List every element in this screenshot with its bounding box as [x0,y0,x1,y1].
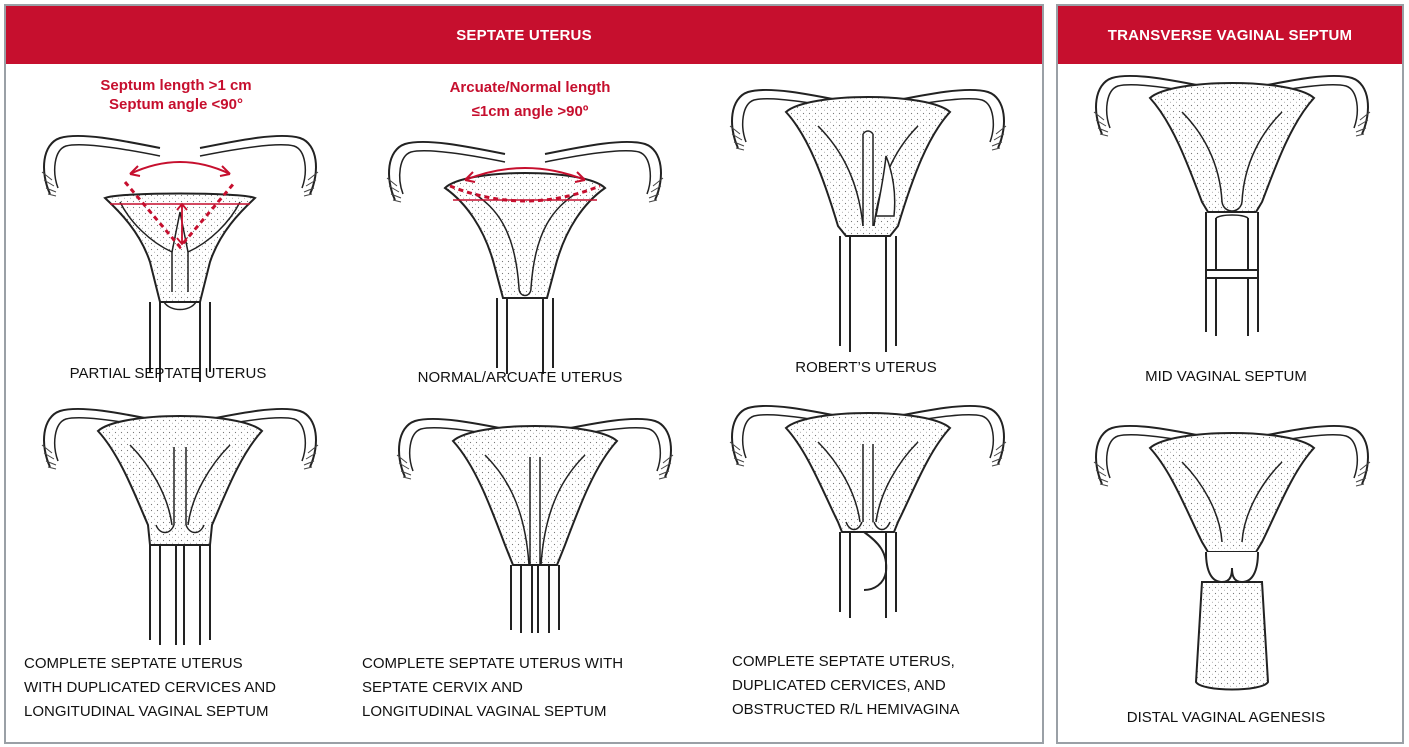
roberts-uterus-illustration [718,96,1018,356]
transverse-septum-header: TRANSVERSE VAGINAL SEPTUM [1058,6,1402,64]
partial-annotation-line1: Septum length >1 cm [100,76,251,95]
mid-vaginal-septum-illustration [1082,82,1382,342]
caption-distal-vaginal-agenesis: DISTAL VAGINAL AGENESIS [1127,706,1325,730]
arcuate-annotation-line1: Arcuate/Normal length [450,78,611,97]
septate-uterus-header: SEPTATE UTERUS [6,6,1042,64]
partial-septate-annotation: Septum length >1 cm Septum angle <90° [100,76,251,114]
caption-roberts-uterus: ROBERT’S UTERUS [795,356,936,380]
caption-complete-duplicated: COMPLETE SEPTATE UTERUS WITH DUPLICATED … [24,652,276,724]
arcuate-annotation-line2: ≤1cm angle >90º [450,102,611,121]
caption-complete-septate-cervix: COMPLETE SEPTATE UTERUS WITH SEPTATE CER… [362,652,623,724]
arcuate-annotation: Arcuate/Normal length ≤1cm angle >90º [450,78,611,121]
distal-vaginal-agenesis-illustration [1082,432,1382,702]
caption-normal-arcuate: NORMAL/ARCUATE UTERUS [418,366,623,390]
complete-duplicated-illustration [30,415,330,645]
caption-mid-vaginal-septum: MID VAGINAL SEPTUM [1145,365,1307,389]
caption-complete-obstructed: COMPLETE SEPTATE UTERUS, DUPLICATED CERV… [732,650,960,722]
partial-septate-illustration [30,112,330,362]
caption-partial-septate: PARTIAL SEPTATE UTERUS [70,362,267,386]
normal-arcuate-illustration [375,128,675,358]
obstructed-hemivagina-illustration [718,412,1018,622]
complete-septate-cervix-illustration [385,425,685,635]
